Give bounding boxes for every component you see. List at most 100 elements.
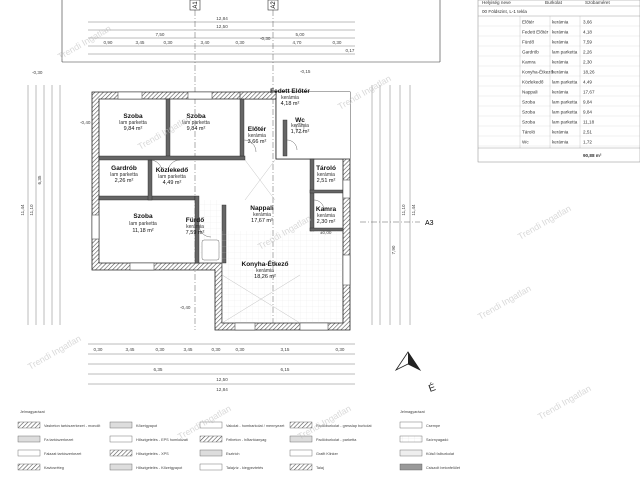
svg-text:1,72 m²: 1,72 m² bbox=[291, 129, 310, 135]
table-cell: lam parketta bbox=[552, 50, 578, 55]
svg-text:Trendi Ingatlan: Trendi Ingatlan bbox=[536, 383, 593, 422]
table-cell: 3,66 bbox=[583, 20, 592, 25]
dimension-lines-left bbox=[27, 85, 61, 325]
table-cell: Gardrób bbox=[522, 50, 539, 55]
svg-text:Közlekedő: Közlekedő bbox=[156, 167, 189, 174]
svg-text:18,26 m²: 18,26 m² bbox=[254, 274, 276, 280]
legend-label: Kavicsréteg bbox=[44, 466, 64, 470]
legend-item: Talajvíz - kiegyeztetés bbox=[199, 463, 263, 471]
legend-label: Hőszigetelés - EPS homlokzati bbox=[136, 438, 188, 442]
table-cell: Wc bbox=[522, 140, 529, 145]
dim-bot-r3: 0,30 bbox=[156, 347, 165, 352]
legend-item: Hőszigetelés - EPS homlokzati bbox=[109, 435, 188, 443]
svg-text:kerámia: kerámia bbox=[291, 123, 309, 129]
table-row: Wc kerámia 1,72 bbox=[478, 140, 640, 147]
table-cell: kerámia bbox=[552, 130, 569, 135]
room-label: Fürdő kerámia 7,59 m² bbox=[186, 217, 205, 236]
drawing-frame bbox=[61, 0, 441, 63]
level-marker: -0,30 bbox=[32, 70, 43, 75]
level-marker: -0,15 bbox=[300, 69, 311, 74]
table-cell: 11,18 bbox=[583, 120, 595, 125]
svg-text:Előtér: Előtér bbox=[248, 126, 267, 133]
svg-text:lam parketta: lam parketta bbox=[119, 120, 147, 126]
legend-item: Külső falburkolat bbox=[399, 449, 455, 457]
legend-item: Vasbeton tartószerkezet - monolit bbox=[17, 421, 101, 429]
dim-bot-total: 12,84 bbox=[216, 387, 228, 392]
dim-bot-r8: 0,30 bbox=[336, 347, 345, 352]
room-label: Gardrób lam parketta 2,26 m² bbox=[110, 165, 138, 184]
section-a1-label: A1 bbox=[193, 1, 199, 9]
table-total: 90,88 m² bbox=[583, 153, 602, 158]
svg-text:kerámia: kerámia bbox=[248, 133, 266, 139]
room-label: Nappali kerámia 17,67 m² bbox=[250, 205, 274, 224]
table-cell: 2,30 bbox=[583, 60, 592, 65]
table-cell: 2,51 bbox=[583, 130, 592, 135]
table-cell: Kamra bbox=[522, 60, 536, 65]
legend-item: Felbeton - hőtartóanyag bbox=[199, 435, 266, 443]
svg-text:kerámia: kerámia bbox=[256, 268, 274, 274]
room-label: Konyha-Étkező kerámia 18,26 m² bbox=[242, 259, 289, 280]
dim-bot-a: 12,50 bbox=[216, 377, 228, 382]
table-cell: Fedett Előtér bbox=[522, 30, 549, 35]
dim-top-r4: 3,40 bbox=[201, 40, 210, 45]
table-subtitle: 00 Földszint, L-1 tekla bbox=[482, 9, 527, 14]
section-a2-label: A2 bbox=[271, 1, 277, 9]
table-cell: lam parketta bbox=[552, 120, 578, 125]
table-cell: kerámia bbox=[552, 60, 569, 65]
legend-label: Falazat tartószerkezet bbox=[44, 452, 82, 456]
legend-item: Hőszigetelés - XPS bbox=[109, 449, 169, 457]
svg-text:Kamra: Kamra bbox=[316, 206, 337, 213]
svg-text:Nappali: Nappali bbox=[250, 205, 274, 212]
svg-text:Tároló: Tároló bbox=[316, 165, 336, 172]
room-label: Fedett Előtér kerámia 4,18 m² bbox=[270, 88, 310, 107]
table-cell: Szoba bbox=[522, 120, 535, 125]
dim-bot-c: 6,15 bbox=[281, 367, 290, 372]
legend-item: Padlóburkolat - gresslap burkolat bbox=[289, 421, 372, 429]
room-label: Szoba lam parketta 11,18 m² bbox=[129, 213, 157, 234]
legend-label: Szórnyagadó bbox=[426, 438, 448, 442]
table-cell: kerámia bbox=[552, 140, 569, 145]
dim-top-r5: 0,30 bbox=[236, 40, 245, 45]
bathroom-fixtures bbox=[201, 122, 305, 261]
svg-text:lam parketta: lam parketta bbox=[129, 221, 157, 227]
legend-label: Vakolat - hombarkolat / mennyezet bbox=[226, 424, 285, 428]
dim-top-r3: 0,30 bbox=[164, 40, 173, 45]
dim-top-total: 12,84 bbox=[216, 16, 228, 21]
svg-text:Konyha-Étkező: Konyha-Étkező bbox=[242, 259, 289, 268]
svg-text:lam parketta: lam parketta bbox=[182, 120, 210, 126]
svg-text:kerámia: kerámia bbox=[281, 95, 299, 101]
legend-item: Csempe bbox=[399, 421, 440, 429]
table-cell: kerámia bbox=[552, 20, 569, 25]
table-cell: Fürdő bbox=[522, 40, 534, 45]
table-cell: Szoba bbox=[522, 110, 535, 115]
table-cell: kerámia bbox=[552, 40, 569, 45]
windows bbox=[91, 91, 351, 331]
svg-text:Trendi Ingatlan: Trendi Ingatlan bbox=[26, 333, 83, 372]
legend-item: Szórnyagadó bbox=[399, 435, 448, 443]
legend-label: Talaj bbox=[316, 466, 324, 470]
table-cell: 4,49 bbox=[583, 80, 592, 85]
table-cell: 4,18 bbox=[583, 30, 592, 35]
legend-label: Talajvíz - kiegyeztetés bbox=[226, 466, 263, 470]
dim-bot-r1: 0,30 bbox=[94, 347, 103, 352]
legend-item: Kőzetgyapot bbox=[109, 421, 158, 429]
legend-label: Hőszigetelés - Kőzetgyapot bbox=[136, 466, 183, 470]
svg-text:Trendi Ingatlan: Trendi Ingatlan bbox=[136, 113, 193, 152]
door-swings bbox=[149, 139, 325, 238]
svg-text:4,18 m²: 4,18 m² bbox=[281, 101, 300, 107]
svg-text:Fedett Előtér: Fedett Előtér bbox=[270, 88, 310, 95]
north-arrow-icon: É bbox=[394, 351, 438, 395]
room-label: Szoba lam parketta 9,84 m² bbox=[182, 113, 210, 132]
table-cell: 1,72 bbox=[583, 140, 592, 145]
svg-text:Szoba: Szoba bbox=[133, 213, 153, 220]
legend-label: Esztrich bbox=[226, 452, 240, 456]
dim-bot-r6: 0,30 bbox=[236, 347, 245, 352]
